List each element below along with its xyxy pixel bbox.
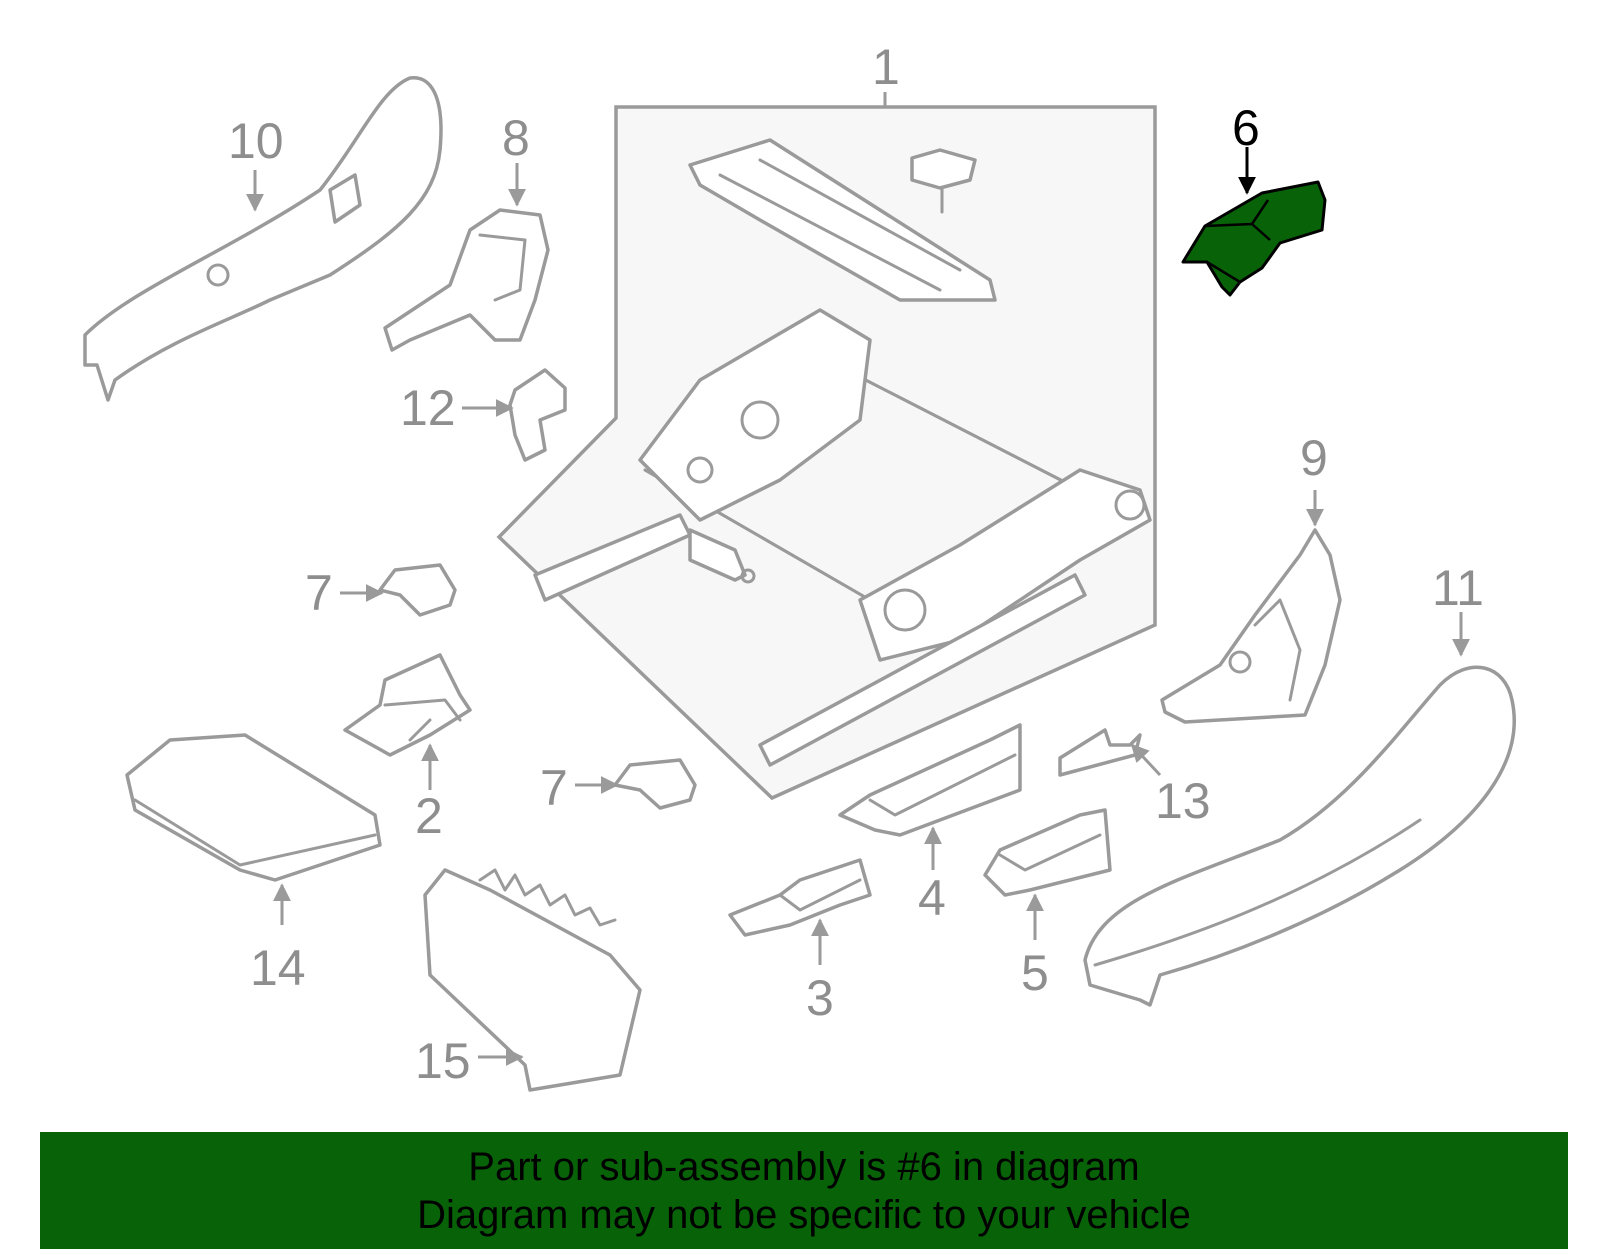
callout-6: 6 [1232,100,1260,156]
part-6-highlighted[interactable] [1181,147,1327,297]
right-lower-rail [758,573,1087,767]
banner-line-2: Diagram may not be specific to your vehi… [417,1192,1191,1237]
part-5-body [983,808,1112,897]
part-15[interactable] [423,868,642,1092]
part-10-body [83,76,443,402]
part-12-body [508,368,567,462]
callout-1: 1 [872,39,900,95]
callout-15: 15 [415,1033,471,1089]
part-12[interactable] [462,368,567,462]
info-banner: Part or sub-assembly is #6 in diagram Di… [40,1132,1568,1249]
callout-4: 4 [918,870,946,926]
callout-11: 11 [1432,560,1484,616]
banner-line-1: Part or sub-assembly is #6 in diagram [468,1144,1140,1189]
callout-8: 8 [502,110,530,166]
part-9-body [1160,528,1342,724]
callout-9: 9 [1300,430,1328,486]
part-2[interactable] [343,653,472,790]
callout-12: 12 [400,380,456,436]
left-height-mechanism [638,308,872,522]
part-4[interactable] [838,723,1022,870]
part-10[interactable] [83,76,443,402]
part-11[interactable] [1083,612,1516,1007]
part-6-edge-2 [1251,223,1271,241]
part-14[interactable] [125,733,382,925]
part-15-body [423,868,642,1092]
part-11-body [1083,665,1516,1007]
part-3-body [728,858,872,937]
part-13-leader [1130,743,1162,777]
part-7-lower[interactable] [575,758,697,810]
part-6-body [1181,180,1327,297]
part-7-upper[interactable] [340,563,457,617]
callout-13: 13 [1155,773,1211,829]
bolt [910,148,977,190]
part-8-body [383,208,550,352]
part-9[interactable] [1160,490,1342,724]
part-13[interactable] [1058,728,1162,777]
part-5[interactable] [983,808,1112,940]
upper-rail [688,138,997,302]
part-10-clip [328,173,362,224]
callout-7-lower: 7 [540,760,568,816]
callout-14: 14 [250,940,306,996]
part-8[interactable] [383,163,550,352]
part-13-body [1058,728,1142,777]
callout-7-upper: 7 [305,565,333,621]
part-2-body [343,653,472,757]
part-3[interactable] [728,858,872,965]
right-height-mechanism [858,468,1152,662]
callout-3: 3 [806,970,834,1026]
callout-2: 2 [415,788,443,844]
part-7b-body [613,758,697,810]
part-7a-body [378,563,457,617]
callout-10: 10 [228,113,284,169]
motor [688,528,747,582]
part-1-seat-adjuster-assembly[interactable] [496,92,1157,801]
part-14-body [125,733,382,882]
part-6-edge-3 [1206,260,1241,284]
callout-5: 5 [1021,945,1049,1001]
